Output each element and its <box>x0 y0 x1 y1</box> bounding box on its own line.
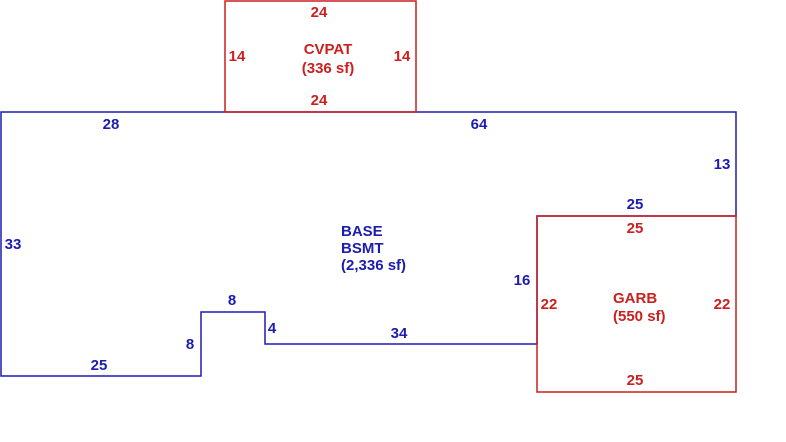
cvpat-name: CVPAT <box>304 41 353 58</box>
base-top-right-dim: 64 <box>471 116 488 133</box>
base-bsmt-outline <box>0 111 737 377</box>
garb-name: GARB <box>613 290 657 307</box>
cvpat-left-dim: 14 <box>229 48 246 65</box>
base-notch-right-dim: 4 <box>268 320 277 337</box>
base-inner-right-dim: 16 <box>514 272 531 289</box>
cvpat-right-dim: 14 <box>394 48 411 65</box>
base-notch-top-dim: 8 <box>228 292 236 309</box>
base-name-line2: BSMT <box>341 240 384 257</box>
garb-right-dim: 22 <box>714 296 731 313</box>
base-notch-left-dim: 8 <box>186 336 194 353</box>
base-right-upper-dim: 13 <box>714 156 731 173</box>
garb-area: (550 sf) <box>613 308 666 325</box>
base-top-left-dim: 28 <box>103 116 120 133</box>
base-area: (2,336 sf) <box>341 257 406 274</box>
cvpat-area: (336 sf) <box>302 60 355 77</box>
garb-outline <box>536 215 737 393</box>
base-bottom-mid-dim: 34 <box>391 325 408 342</box>
cvpat-outline <box>224 0 417 113</box>
cvpat-bottom-dim: 24 <box>311 92 328 109</box>
base-left-dim: 33 <box>5 236 22 253</box>
base-mid-top-dim: 25 <box>627 196 644 213</box>
garb-left-dim: 22 <box>541 296 558 313</box>
base-name-line1: BASE <box>341 223 383 240</box>
garb-bottom-dim: 25 <box>627 372 644 389</box>
garb-top-dim: 25 <box>627 220 644 237</box>
cvpat-top-dim: 24 <box>311 4 328 21</box>
base-bottom-left-dim: 25 <box>91 357 108 374</box>
